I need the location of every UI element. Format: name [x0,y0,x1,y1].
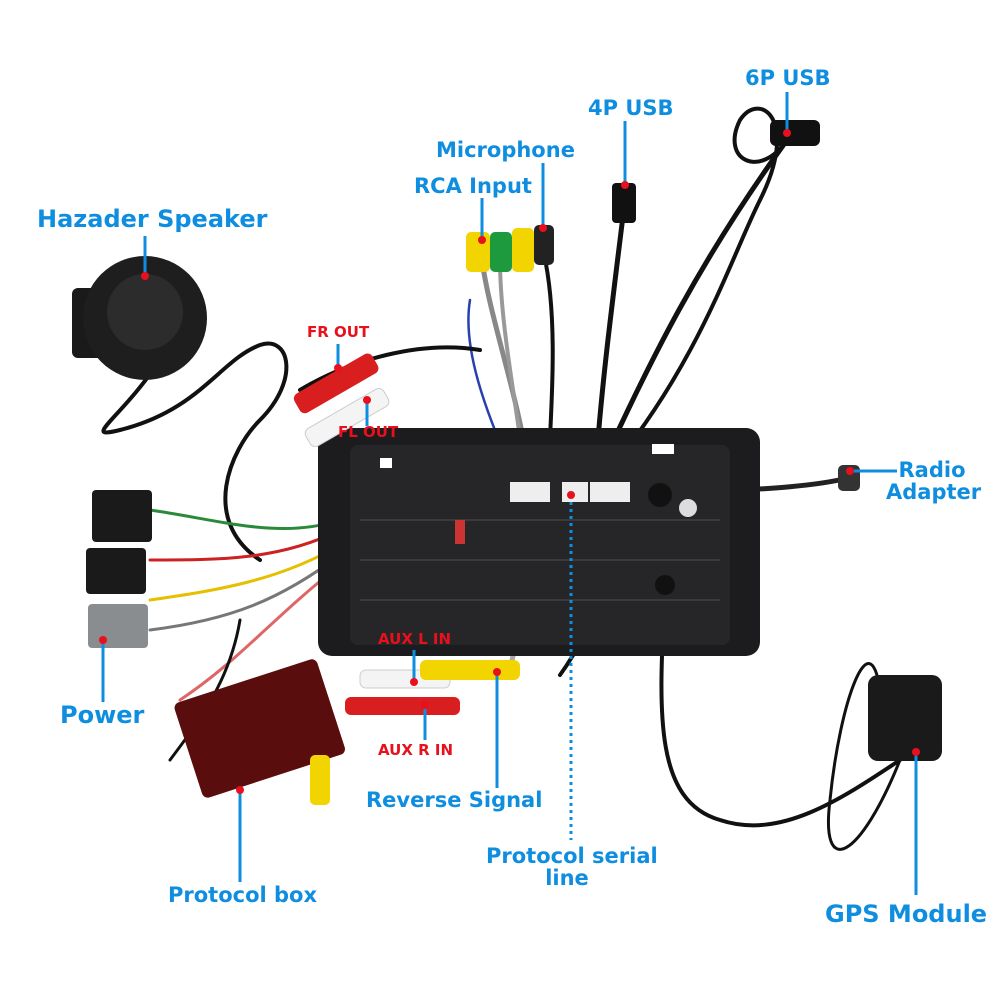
label-microphone: Microphone [436,138,575,162]
label-gps-module: GPS Module [825,900,988,928]
label-protocol-serial-line1: Protocol serial [486,844,658,868]
power-connector [88,604,148,648]
hazard-speaker [72,256,207,380]
label-radio-adapter: Radio Adapter [886,458,982,505]
leader-lines [101,92,918,895]
label-protocol-serial-line: Protocol serial line [486,844,658,891]
label-6p-usb: 6P USB [745,66,831,90]
label-fr-out: FR OUT [307,323,370,341]
head-unit [318,428,760,656]
label-aux-l-in: AUX L IN [378,630,452,648]
harness-connector [86,548,146,594]
gps-module [868,675,942,761]
label-aux-r-in: AUX R IN [378,741,454,759]
label-protocol-box: Protocol box [168,883,318,907]
label-power: Power [60,701,145,729]
protocol-box [174,659,345,798]
label-reverse-signal: Reverse Signal [366,788,543,812]
label-radio-adapter-line2: Adapter [886,480,982,505]
label-4p-usb: 4P USB [588,96,674,120]
harness-connector [92,490,152,542]
label-hazard-speaker: Hazader Speaker [37,205,268,233]
label-rca-input: RCA Input [414,174,532,198]
label-radio-adapter-line1: Radio [898,458,966,482]
label-fl-out: FL OUT [338,423,399,441]
leader-dots [99,129,920,794]
label-protocol-serial-line2: line [545,866,589,891]
